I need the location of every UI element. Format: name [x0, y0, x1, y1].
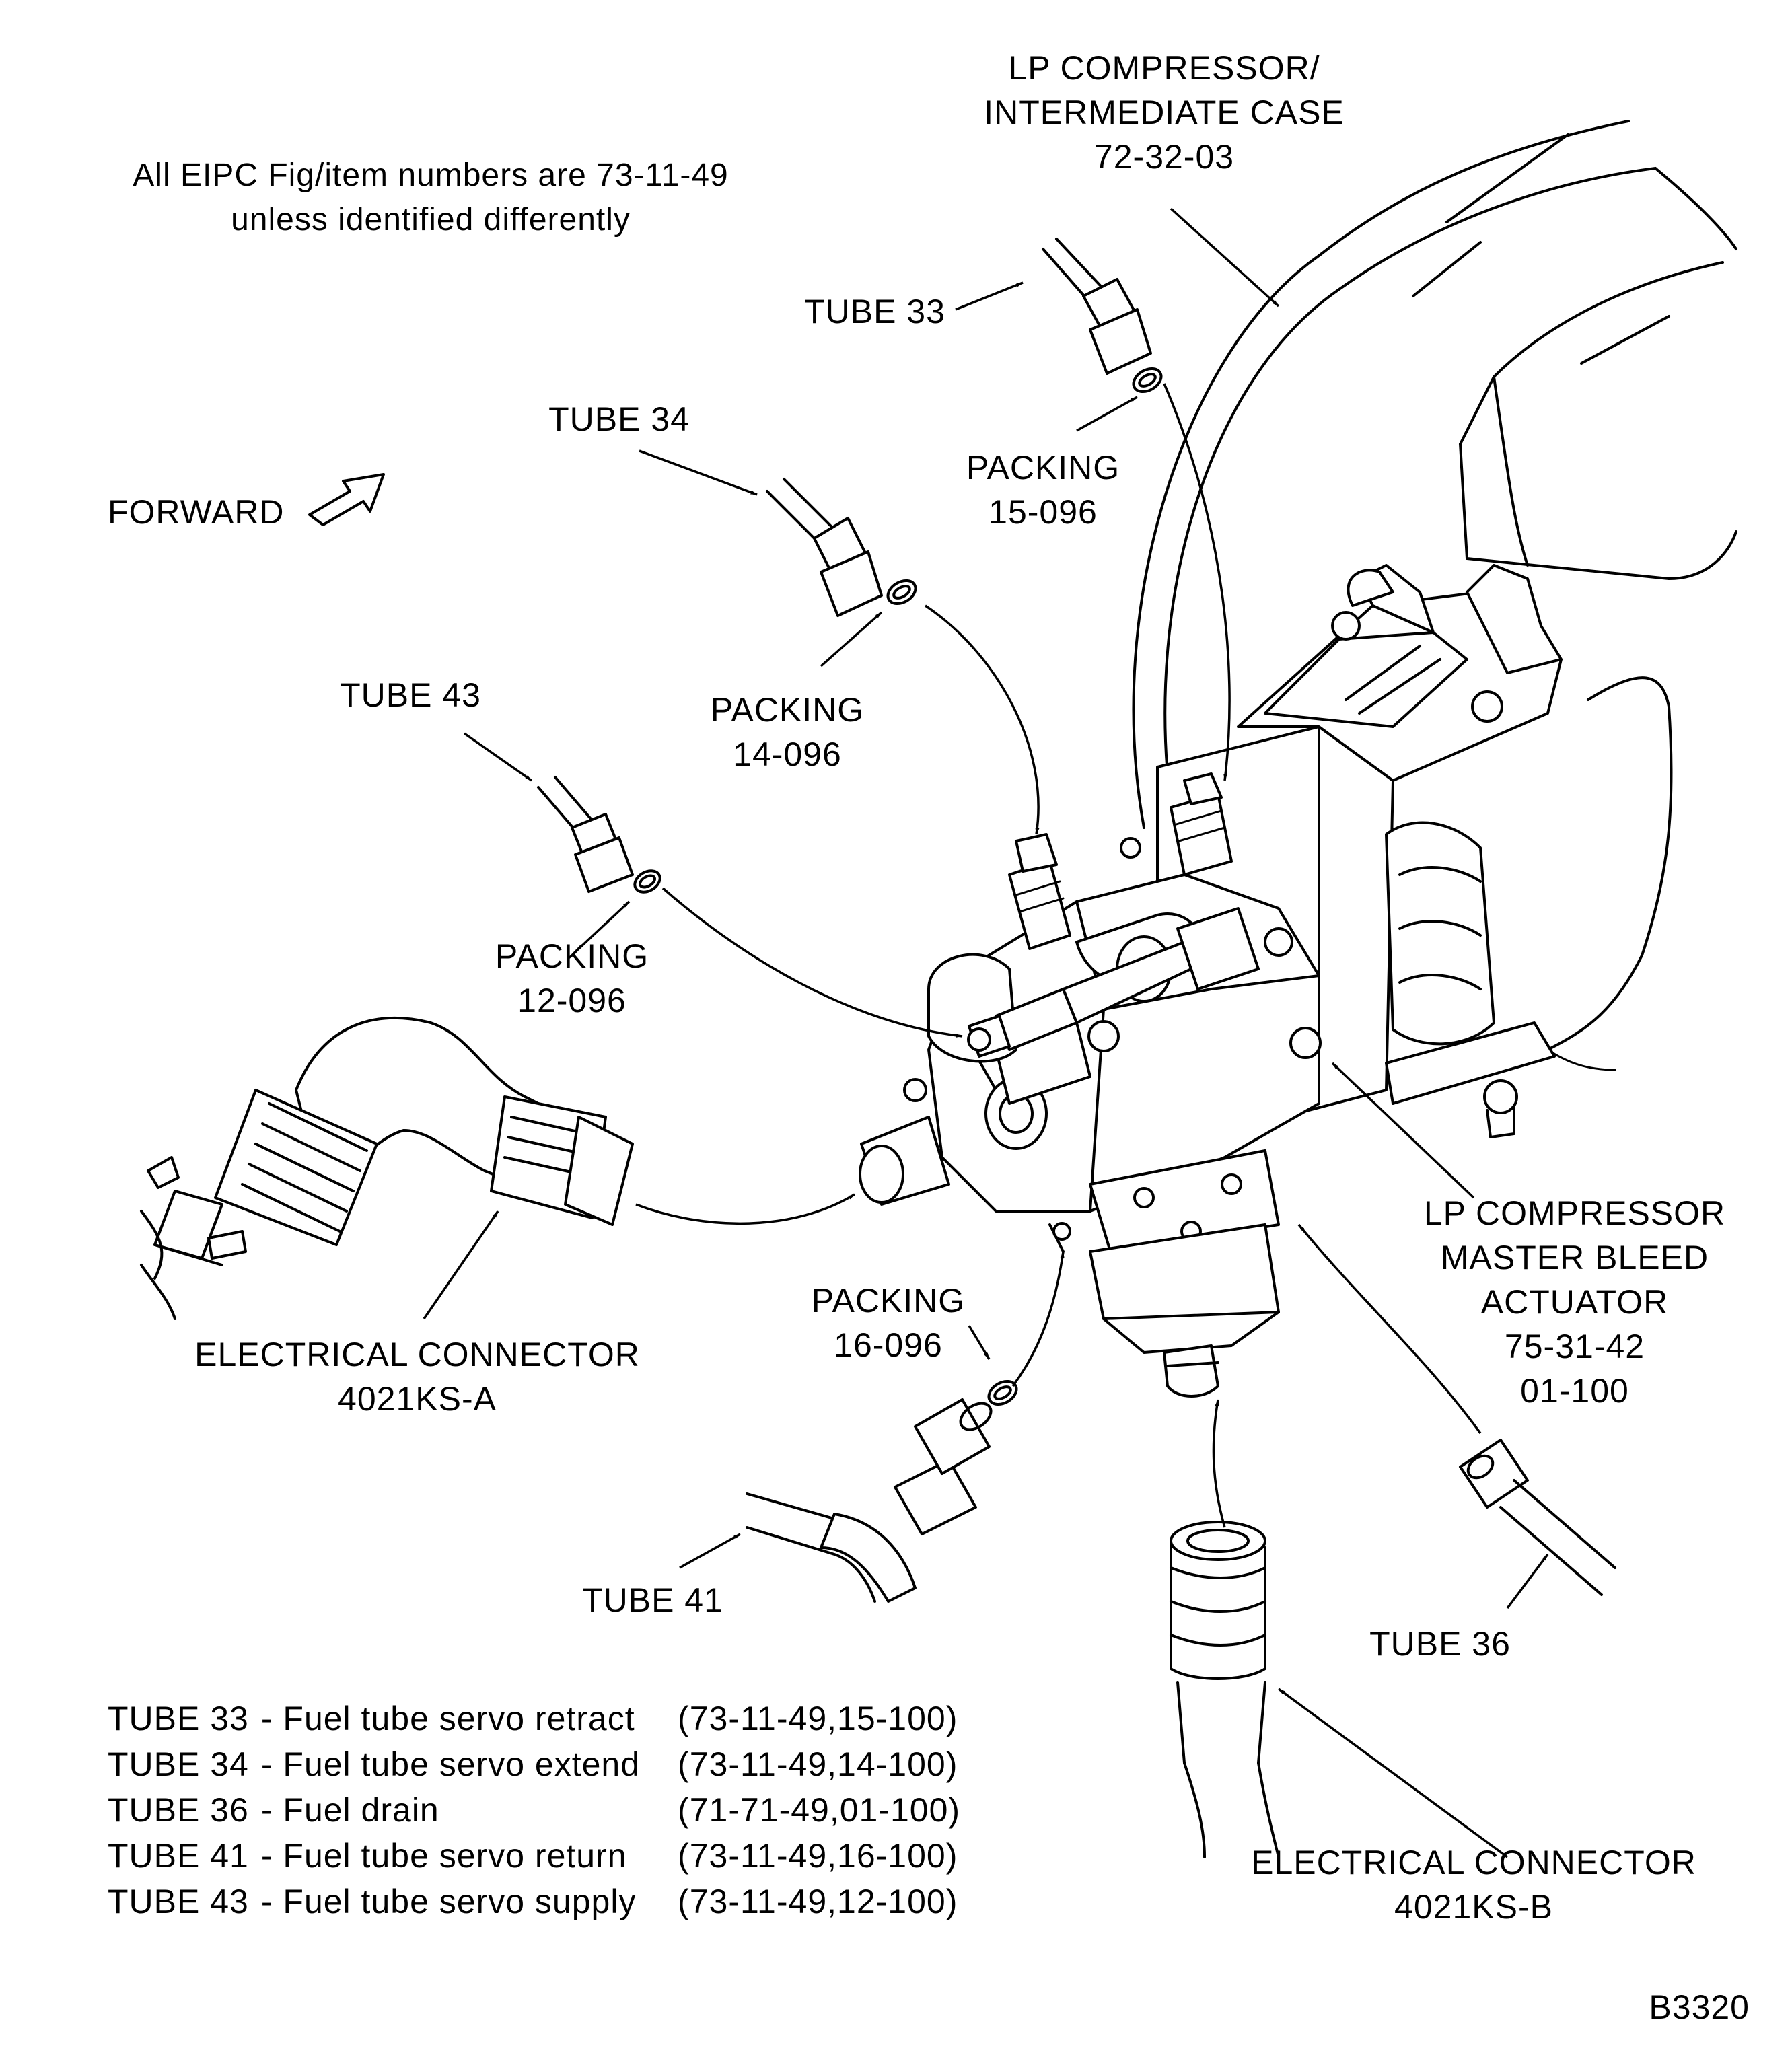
legend-ref: (73-11-49,16-100) [678, 1837, 958, 1875]
tube-43-label: TUBE 43 [340, 676, 481, 714]
packing-16-label: PACKING 16-096 [811, 1282, 966, 1364]
legend-desc: - Fuel tube servo return [260, 1837, 627, 1875]
legend-ref: (71-71-49,01-100) [678, 1791, 961, 1829]
leader-lines [423, 207, 1549, 1858]
legend-row: TUBE 43 - Fuel tube servo supply (73-11-… [108, 1879, 960, 1924]
lp-compressor-case-label: LP COMPRESSOR/ INTERMEDIATE CASE 72-32-0… [984, 49, 1345, 176]
electrical-connector-b-label: ELECTRICAL CONNECTOR 4021KS-B [1251, 1844, 1696, 1926]
tube-41-fitting [746, 1379, 1018, 1603]
figure-id: B3320 [1649, 1988, 1750, 2026]
tube-43-fitting [537, 776, 661, 894]
connector-b [1170, 1521, 1280, 1858]
master-bleed-actuator-label: LP COMPRESSOR MASTER BLEED ACTUATOR 75-3… [1423, 1194, 1726, 1410]
tube-34-fitting [766, 478, 917, 617]
legend-desc: - Fuel tube servo retract [260, 1700, 635, 1737]
legend-ref: (73-11-49,14-100) [678, 1745, 958, 1783]
legend-tube: TUBE 33 [108, 1700, 249, 1737]
legend-ref: (73-11-49,15-100) [678, 1700, 958, 1737]
legend-ref: (73-11-49,12-100) [678, 1883, 958, 1920]
legend-tube: TUBE 41 [108, 1837, 249, 1875]
general-note: All EIPC Fig/item numbers are 73-11-49 u… [61, 153, 801, 242]
legend-row: TUBE 36 - Fuel drain (71-71-49,01-100) [108, 1787, 960, 1833]
tube-41-label: TUBE 41 [582, 1581, 723, 1619]
tube-legend: TUBE 33 - Fuel tube servo retract (73-11… [108, 1696, 960, 1924]
tube-34-label: TUBE 34 [548, 400, 690, 438]
intermediate-case-outline [1132, 120, 1737, 1071]
packing-15-label: PACKING 15-096 [966, 449, 1120, 531]
legend-row: TUBE 33 - Fuel tube servo retract (73-11… [108, 1696, 960, 1741]
legend-desc: - Fuel drain [260, 1791, 439, 1829]
forward-label: FORWARD [108, 493, 285, 531]
tube-36-fitting [1459, 1439, 1616, 1596]
general-note-line-1: All EIPC Fig/item numbers are 73-11-49 [133, 157, 729, 193]
tube-33-label: TUBE 33 [804, 293, 945, 330]
electrical-connector-a-label: ELECTRICAL CONNECTOR 4021KS-A [194, 1336, 640, 1418]
legend-tube: TUBE 36 [108, 1791, 249, 1829]
legend-desc: - Fuel tube servo extend [260, 1745, 641, 1783]
packing-14-label: PACKING 14-096 [710, 691, 865, 773]
fittings [967, 772, 1260, 1058]
legend-tube: TUBE 34 [108, 1745, 249, 1783]
connector-a [140, 1017, 634, 1320]
general-note-line-2: unless identified differently [231, 202, 631, 238]
legend-row: TUBE 41 - Fuel tube servo return (73-11-… [108, 1833, 960, 1879]
legend-desc: - Fuel tube servo supply [260, 1883, 637, 1920]
legend-tube: TUBE 43 [108, 1883, 249, 1920]
packing-12-label: PACKING 12-096 [495, 937, 649, 1019]
tube-36-label: TUBE 36 [1369, 1625, 1511, 1663]
tube-33-fitting [1042, 238, 1163, 394]
legend-row: TUBE 34 - Fuel tube servo extend (73-11-… [108, 1741, 960, 1787]
forward-arrow [308, 473, 385, 526]
